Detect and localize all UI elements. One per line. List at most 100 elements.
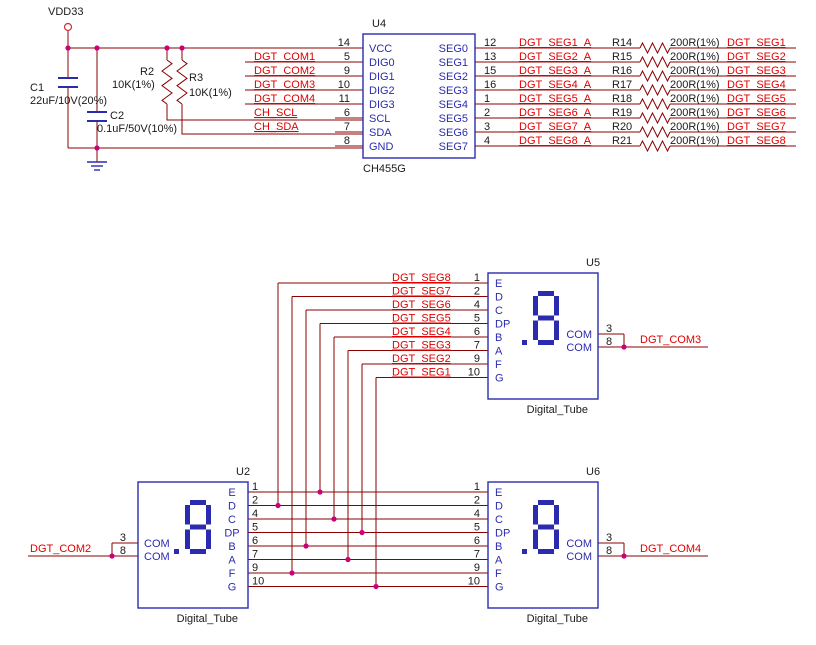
u4-left-pin-num: 11 xyxy=(339,93,350,105)
u2-seg-pin-name: B xyxy=(228,541,235,553)
u2-seg-pin-num: 9 xyxy=(252,562,258,574)
u4-part: CH455G xyxy=(363,163,406,175)
u4-right-pin-name: SEG2 xyxy=(439,71,468,83)
u4-left-pin-num: 9 xyxy=(344,65,350,77)
u6-seg-pin-name: B xyxy=(495,541,502,553)
u6-seg-pin-num: 1 xyxy=(474,481,480,493)
u4-left-pin-num: 10 xyxy=(338,79,350,91)
u6-seg-pin-num: 7 xyxy=(474,549,480,561)
u6-digit xyxy=(522,500,559,554)
seg-bus-junction xyxy=(289,570,295,576)
digit-segment xyxy=(538,549,554,554)
u5-seg-net-label: DGT_SEG2 xyxy=(392,353,451,365)
u2-seg-pin-name: C xyxy=(228,514,236,526)
seg-out-net-label: DGT_SEG8 xyxy=(727,135,786,147)
seg-bus-junction xyxy=(359,529,365,536)
u4-left-net-label: DGT_COM3 xyxy=(254,79,315,91)
u2-seg-pin-num: 5 xyxy=(252,522,258,534)
digit-segment xyxy=(554,296,559,316)
u2-seg-pin-name: D xyxy=(228,501,236,513)
series-resistor-body xyxy=(639,41,671,55)
u5-seg-pin-name: A xyxy=(495,346,503,358)
junction-r2-top xyxy=(164,45,170,51)
u6-seg-pin-num: 2 xyxy=(474,495,480,507)
u4-seg-net-label: DGT_SEG7_A xyxy=(519,121,592,133)
u4-right-pin-name: SEG7 xyxy=(439,141,468,153)
seg-out-net-label: DGT_SEG4 xyxy=(727,79,786,91)
u5-seg-net-label: DGT_SEG4 xyxy=(392,326,451,338)
u2-seg-pin-num: 10 xyxy=(252,576,264,588)
series-resistor-body xyxy=(639,139,671,153)
u4-right-pin-name: SEG3 xyxy=(439,85,468,97)
u2-com-junction xyxy=(109,553,115,559)
digit-segment xyxy=(206,529,211,549)
seg-out-net-label: DGT_SEG1 xyxy=(727,37,786,49)
digit-dp-segment xyxy=(522,340,527,345)
u4-right-pin-name: SEG4 xyxy=(439,99,468,111)
u4-left-pin-name: DIG2 xyxy=(369,85,395,97)
u5-seg-pin-num: 5 xyxy=(474,313,480,325)
digit-segment xyxy=(533,296,538,316)
series-resistor-value: 200R(1%) xyxy=(670,135,720,147)
u2-part: Digital_Tube xyxy=(177,613,238,625)
u4-left-pin-num: 7 xyxy=(344,121,350,133)
u5-com-pin-num: 3 xyxy=(606,323,612,335)
series-resistor-body xyxy=(639,55,671,69)
u4-seg-net-label: DGT_SEG8_A xyxy=(519,135,592,147)
u4-seg-net-label: DGT_SEG5_A xyxy=(519,93,592,105)
u4-right-pin-num: 1 xyxy=(484,93,490,105)
u4-seg-net-label: DGT_SEG2_A xyxy=(519,51,592,63)
u2-com-pin-name: COM xyxy=(144,551,170,563)
u2-com-net-label: DGT_COM2 xyxy=(30,543,91,555)
digit-segment xyxy=(190,549,206,554)
series-resistor-body xyxy=(639,83,671,97)
seg-out-net-label: DGT_SEG6 xyxy=(727,107,786,119)
u4-ref: U4 xyxy=(372,18,386,30)
u4-left-pin-name: DIG0 xyxy=(369,57,395,69)
u6-com-net-label: DGT_COM4 xyxy=(640,543,701,555)
u4-left-pin-name: GND xyxy=(369,141,394,153)
digit-segment xyxy=(533,505,538,525)
u5-seg-net-label: DGT_SEG3 xyxy=(392,340,451,352)
u5-seg-pin-name: DP xyxy=(495,319,510,331)
c1-value: 22uF/10V(20%) xyxy=(30,95,107,107)
digit-dp-segment xyxy=(174,549,179,554)
u5-seg-net-label: DGT_SEG1 xyxy=(392,367,451,379)
series-resistor-body xyxy=(639,111,671,125)
u5-seg-pin-num: 2 xyxy=(474,286,480,298)
u5-seg-pin-name: C xyxy=(495,305,503,317)
u2-com-pin-name: COM xyxy=(144,538,170,550)
junction-c2-top xyxy=(94,45,100,51)
text-layer: VDD33C122uF/10V(20%)C20.1uF/50V(10%)R210… xyxy=(30,6,786,625)
u5-seg-pin-num: 10 xyxy=(468,367,480,379)
u6-seg-pin-name: DP xyxy=(495,528,510,540)
u5-seg-pin-num: 9 xyxy=(474,353,480,365)
u5-com-pin-name: COM xyxy=(566,329,592,341)
u5-seg-pin-name: F xyxy=(495,359,502,371)
u6-com-pin-name: COM xyxy=(566,551,592,563)
seg-out-net-label: DGT_SEG5 xyxy=(727,93,786,105)
u2-seg-pin-name: A xyxy=(228,555,236,567)
seg-bus-junction xyxy=(373,583,379,590)
u2-digit xyxy=(174,500,211,554)
junction-gnd xyxy=(94,145,100,151)
u4-left-pin-num: 8 xyxy=(344,135,350,147)
digit-segment xyxy=(538,500,554,505)
u6-seg-pin-name: E xyxy=(495,487,502,499)
u5-seg-net-label: DGT_SEG6 xyxy=(392,299,451,311)
c1-ref: C1 xyxy=(30,82,44,94)
wires-layer xyxy=(28,31,796,587)
u2-seg-pin-num: 7 xyxy=(252,549,258,561)
u6-com-pin-name: COM xyxy=(566,538,592,550)
series-resistor-body xyxy=(639,69,671,83)
u5-part: Digital_Tube xyxy=(527,404,588,416)
digit-segment xyxy=(554,320,559,340)
u6-seg-pin-num: 9 xyxy=(474,562,480,574)
u2-com-pin-num: 8 xyxy=(120,545,126,557)
u2-seg-pin-name: E xyxy=(228,487,235,499)
series-resistor-ref: R20 xyxy=(612,121,632,133)
digit-segment xyxy=(538,291,554,296)
u4-right-pin-num: 3 xyxy=(484,121,490,133)
series-resistor-body xyxy=(639,97,671,111)
